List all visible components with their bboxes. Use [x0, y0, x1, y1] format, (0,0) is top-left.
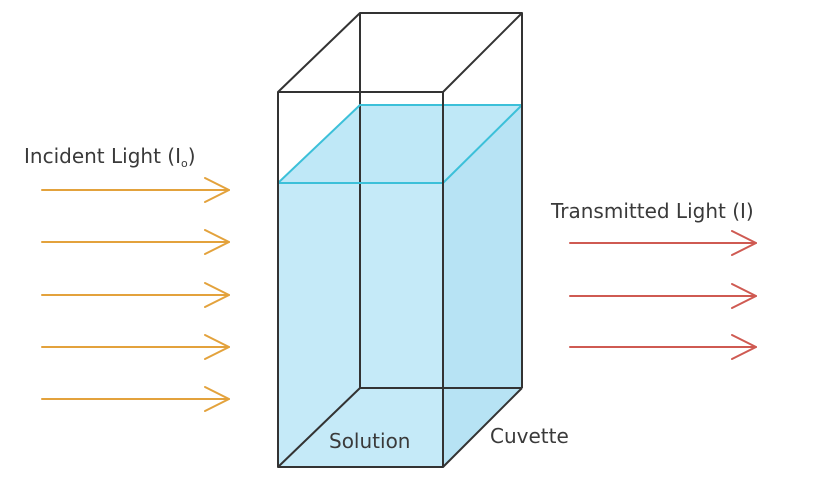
cuvette-back-edges — [277, 13, 522, 468]
solution-side-face — [443, 105, 522, 467]
incident-arrow — [41, 229, 230, 255]
incident-arrow — [41, 177, 230, 203]
transmitted-arrow — [569, 334, 757, 360]
incident-arrow — [41, 386, 230, 412]
incident-light-label-subscript: o — [180, 157, 188, 170]
solution-volume — [278, 105, 522, 467]
transmitted-arrows — [569, 230, 757, 360]
incident-light-label: Incident Light (Io) — [24, 146, 196, 169]
transmitted-arrow — [569, 230, 757, 256]
cuvette-label: Cuvette — [490, 424, 569, 448]
transmitted-arrow — [569, 283, 757, 309]
cuvette-outline — [277, 12, 523, 468]
incident-arrow — [41, 334, 230, 360]
solution-top-surface — [278, 105, 522, 183]
incident-light-label-prefix: Incident Light (I — [24, 144, 181, 168]
solution-label: Solution — [329, 429, 411, 453]
incident-arrow — [41, 282, 230, 308]
incident-light-label-suffix: ) — [187, 144, 196, 168]
incident-arrows — [41, 177, 230, 412]
transmitted-light-label: Transmitted Light (I) — [551, 199, 754, 223]
